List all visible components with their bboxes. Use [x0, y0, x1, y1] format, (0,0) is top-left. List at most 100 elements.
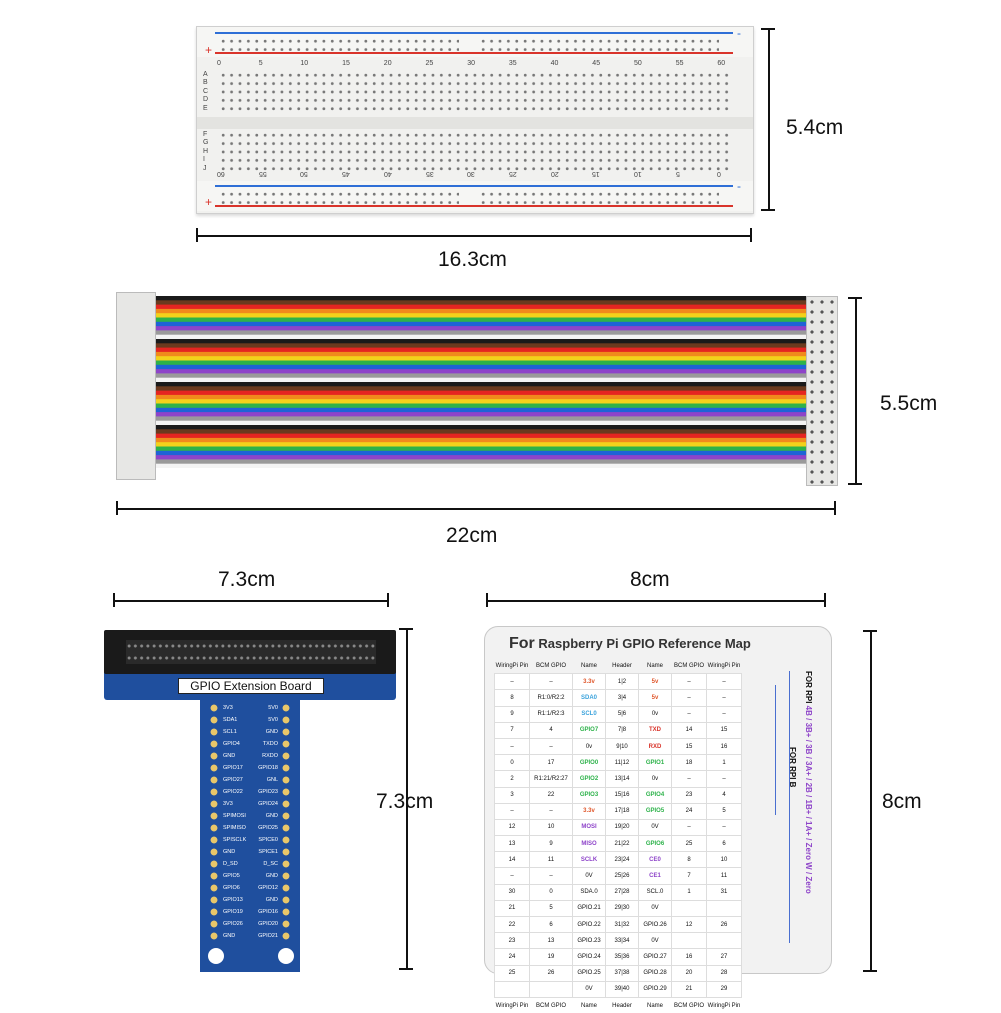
table-cell: 17|18	[605, 802, 639, 820]
column-number: 25	[508, 170, 517, 177]
column-number: 15	[592, 170, 601, 177]
side-label-1-models: 4B / 3B+ / 3B / 3A+ / 2B / 1B+ / 1A+ / Z…	[804, 705, 813, 894]
table-cell: 29|30	[605, 899, 639, 918]
table-cell: 9|10	[605, 737, 639, 756]
gpio-reference-card: For Raspberry Pi GPIO Reference Map Wiri…	[484, 626, 832, 1009]
ribbon-wire	[150, 360, 812, 366]
table-cell: 23	[494, 932, 530, 950]
terminal-holes-bottom	[219, 131, 731, 175]
ribbon-cable-image	[150, 296, 812, 469]
pin-label: GPIO25	[258, 825, 278, 831]
table-cell: 0V	[572, 980, 606, 998]
pin-label: GPIO5	[223, 873, 240, 879]
tick	[399, 628, 413, 630]
center-groove	[197, 117, 753, 129]
table-cell	[671, 932, 707, 950]
table-cell: –	[494, 867, 530, 885]
table-cell: 0	[529, 883, 573, 901]
card-title-for: For	[509, 635, 535, 652]
table-cell: Header	[612, 1002, 632, 1009]
pin-label: GPIO17	[223, 765, 243, 771]
table-cell: –	[494, 737, 530, 756]
table-cell: 25	[494, 964, 530, 982]
table-cell: 8	[671, 851, 707, 869]
ribbon-wire	[150, 369, 812, 374]
table-cell: –	[494, 802, 530, 820]
table-cell: 37|38	[605, 964, 639, 982]
column-number: 10	[634, 170, 642, 177]
breadboard-height-label: 5.4cm	[786, 116, 844, 139]
tick	[196, 228, 198, 242]
table-cell: CE1	[638, 867, 672, 885]
column-number: 45	[592, 60, 601, 67]
row-letter: E	[203, 104, 208, 112]
column-number: 5	[258, 60, 263, 67]
top-red-rail-line	[215, 52, 733, 54]
ribbon-width-label: 22cm	[446, 524, 498, 547]
column-number: 0	[717, 170, 722, 177]
column-number: 50	[300, 170, 309, 177]
ribbon-wire	[150, 300, 812, 306]
table-cell: 0V	[638, 899, 672, 918]
table-cell: 19|20	[605, 818, 639, 837]
minus-sign: -	[737, 26, 741, 40]
table-cell: 11	[706, 867, 742, 885]
pin-label: GPIO16	[258, 909, 278, 915]
table-cell: 3.3v	[572, 673, 606, 691]
table-cell: 3|4	[605, 689, 639, 707]
table-cell: WiringPi Pin	[707, 1002, 741, 1009]
pin-label: GPIO6	[223, 885, 240, 891]
table-cell: 15	[671, 737, 707, 756]
bracket-line-2	[775, 685, 776, 815]
table-cell: 29	[706, 980, 742, 998]
table-cell: 11|12	[605, 754, 639, 772]
ribbon-wire	[150, 382, 812, 387]
column-number: 60	[217, 170, 225, 177]
pin-label: GPIO22	[223, 789, 243, 795]
table-cell: R1:21/R2:27	[529, 770, 573, 788]
pin-label: GPIO27	[223, 777, 243, 783]
table-cell: SCL0	[572, 705, 606, 723]
pin-label: D_SD	[223, 861, 238, 867]
ribbon-wire	[150, 425, 812, 430]
table-cell	[671, 899, 707, 918]
table-cell: 7	[671, 867, 707, 885]
row-letter: D	[203, 96, 209, 104]
card-width-label: 8cm	[630, 568, 670, 591]
table-cell: 15|16	[605, 786, 639, 804]
table-cell: 19	[529, 948, 573, 966]
table-cell: 25	[671, 835, 707, 853]
ribbon-wire	[150, 304, 812, 310]
pin-label: GPIO26	[223, 921, 243, 927]
table-cell: 1|2	[605, 673, 639, 691]
ribbon-wire	[150, 437, 812, 443]
table-cell: 0V	[572, 867, 606, 885]
breadboard-height-line	[768, 28, 770, 211]
ribbon-wire	[150, 373, 812, 379]
table-cell: Name	[580, 662, 597, 669]
table-cell: 4	[706, 786, 742, 804]
table-cell: 35|36	[605, 948, 639, 966]
pin-label: SDA1	[223, 717, 238, 723]
tick	[761, 28, 775, 30]
ribbon-wire	[150, 442, 812, 447]
side-label-1: FOR RPI 4B / 3B+ / 3B / 3A+ / 2B / 1B+ /…	[804, 671, 813, 951]
table-cell: 31	[706, 883, 742, 901]
table-cell	[529, 980, 573, 998]
table-cell: 16	[671, 948, 707, 966]
pin-label: GPIO4	[223, 741, 240, 747]
mount-hole-right	[278, 948, 294, 964]
table-cell: –	[671, 689, 707, 707]
table-cell: GPIO6	[638, 835, 672, 853]
pin-label: SCL1	[223, 729, 237, 735]
table-cell: –	[671, 705, 707, 723]
ribbon-width-line	[116, 508, 836, 510]
column-number: 25	[425, 60, 434, 67]
tick	[761, 209, 775, 211]
